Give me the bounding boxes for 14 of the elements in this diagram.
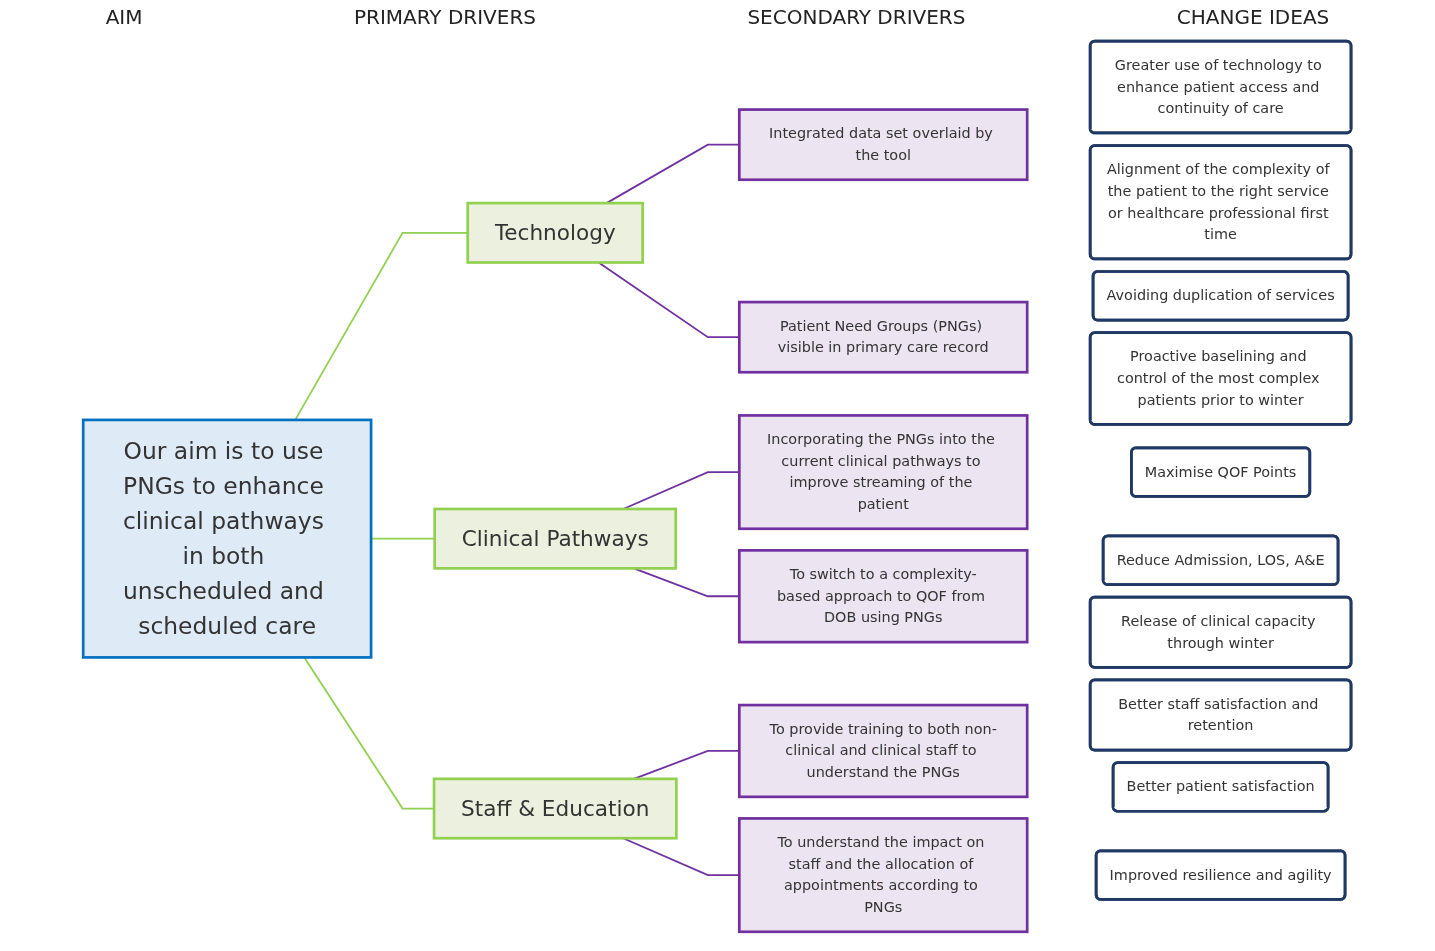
node-box: Clinical Pathways xyxy=(433,507,678,570)
column-heading: AIM xyxy=(105,5,143,29)
node-box: Incorporating the PNGs into the current clinical pathways to improve streaming of the patient xyxy=(738,414,1029,531)
node-box: Technology xyxy=(466,201,645,264)
node-box: Patient Need Groups (PNGs) visible in primary care record xyxy=(738,300,1029,374)
node-box: To understand the impact on staff and the allocation of appointments according to PNGs xyxy=(738,817,1029,934)
node-box: Our aim is to use PNGs to enhance clinical pathways in both unscheduled and scheduled care xyxy=(82,418,373,659)
node-box: Staff & Education xyxy=(433,777,679,840)
column-heading: PRIMARY DRIVERS xyxy=(353,5,536,29)
column-heading: SECONDARY DRIVERS xyxy=(747,5,966,29)
node-box: To switch to a complexity-based approach to QOF from DOB using PNGs xyxy=(738,549,1029,644)
node-box: Integrated data set overlaid by the tool xyxy=(738,108,1029,182)
column-heading: CHANGE IDEAS xyxy=(1176,5,1330,29)
node-box: To provide training to both non-clinical and clinical staff to understand the PNGs xyxy=(738,703,1029,799)
